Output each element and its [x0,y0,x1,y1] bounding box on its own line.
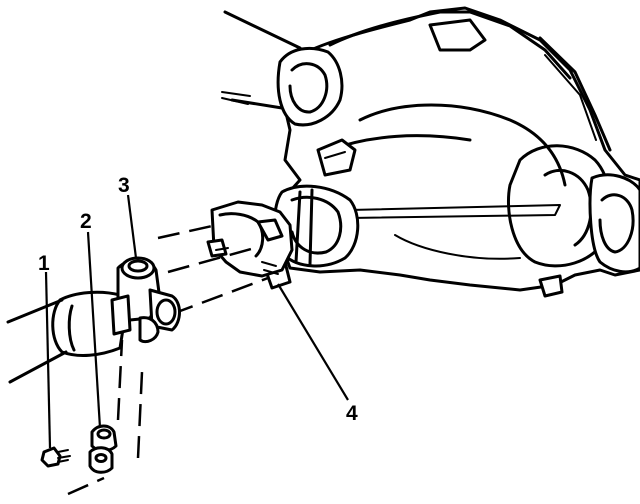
callout-4: 4 [346,402,358,425]
bolt [40,446,71,468]
pinion-yoke [206,200,294,278]
callout-leaders [44,194,349,449]
universal-joint [110,256,181,344]
assembly-guide-lines [67,224,269,496]
callout-2: 2 [80,210,92,233]
callout-3: 3 [118,174,130,197]
strap [88,424,118,474]
differential-housing [221,6,640,298]
callout-1: 1 [38,252,50,275]
propeller-shaft [6,290,128,384]
